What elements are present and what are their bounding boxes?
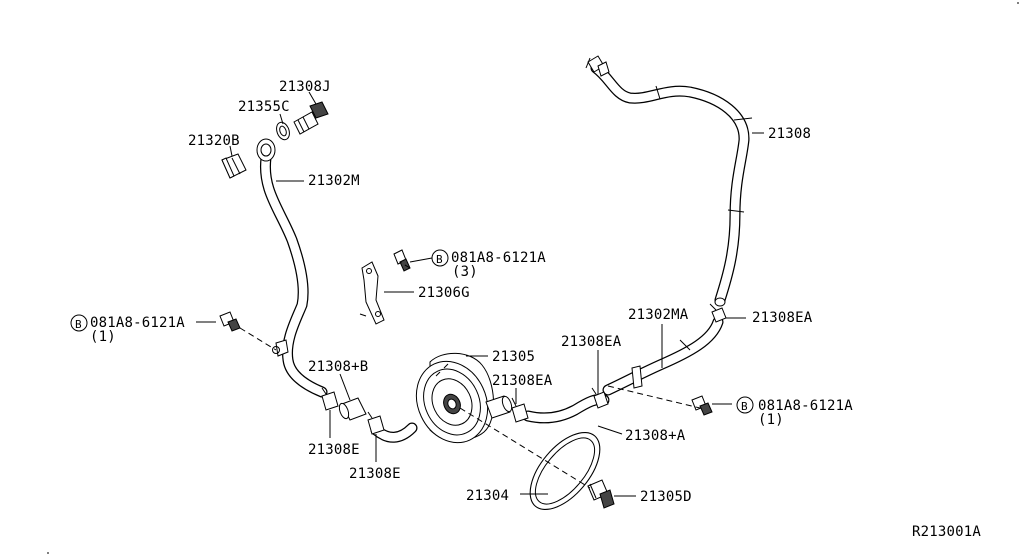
clamp-21308e-left[interactable] — [321, 387, 339, 411]
label-21304: 21304 — [466, 488, 509, 504]
svg-text:B: B — [75, 318, 82, 331]
label-21305d: 21305D — [640, 489, 692, 505]
plug-21320b[interactable] — [221, 153, 247, 179]
svg-text:B: B — [741, 400, 748, 413]
label-21308-plus-a: 21308+A — [625, 428, 686, 444]
label-21308e-bottom: 21308E — [349, 466, 401, 482]
label-21302m: 21302M — [308, 173, 360, 189]
label-21308-plus-b: 21308+B — [308, 359, 368, 375]
label-21355c: 21355C — [238, 99, 290, 115]
label-bolt-right-qty: (1) — [758, 412, 784, 428]
clamp-21308ea-right[interactable] — [709, 297, 727, 323]
label-bolt-left: 081A8-6121A — [90, 315, 185, 331]
label-bolt-left-qty: (1) — [90, 329, 116, 345]
label-bolt-top: 081A8-6121A — [451, 250, 546, 266]
label-21308ea-right: 21308EA — [752, 310, 813, 326]
bolt-marker-left: B — [70, 314, 88, 332]
label-21308: 21308 — [768, 126, 811, 142]
label-21320b: 21320B — [188, 133, 240, 149]
bolt-marker-top: B — [431, 249, 449, 267]
washer-21355c[interactable] — [274, 120, 291, 141]
hose-21308[interactable] — [585, 55, 753, 306]
label-21308j: 21308J — [279, 79, 331, 95]
label-21306g: 21306G — [418, 285, 470, 301]
cooler-outlet-pipe — [485, 395, 513, 419]
label-bolt-top-qty: (3) — [452, 264, 478, 280]
pipe-21302ma[interactable] — [602, 316, 724, 396]
cooler-inlet-hose — [370, 422, 418, 443]
dashed-alignment-lines — [239, 261, 701, 489]
hose-21308-plus-b[interactable] — [338, 397, 367, 421]
leader-lines — [196, 91, 764, 497]
connector-21308j[interactable] — [293, 101, 329, 135]
hose-21308-plus-a[interactable] — [522, 394, 610, 424]
bolt-081a8-left[interactable] — [219, 311, 241, 332]
diagram-code: R213001A — [912, 524, 981, 540]
label-21308e-left: 21308E — [308, 442, 360, 458]
hose-21302m[interactable] — [256, 138, 328, 398]
svg-text:B: B — [436, 253, 443, 266]
clamp-21308e-bottom[interactable] — [367, 411, 385, 435]
label-21308ea-mid2: 21308EA — [492, 373, 553, 389]
bracket-21306g[interactable] — [359, 261, 385, 325]
o-ring-21304[interactable] — [517, 420, 613, 521]
bolt-081a8-top[interactable] — [393, 249, 411, 272]
label-bolt-right: 081A8-6121A — [758, 398, 853, 414]
label-21305: 21305 — [492, 349, 535, 365]
bolt-marker-right: B — [736, 396, 754, 414]
bolt-21305d[interactable] — [587, 479, 615, 509]
clamp-21308ea-left[interactable] — [511, 397, 529, 423]
label-21308ea-mid: 21308EA — [561, 334, 622, 350]
bolt-081a8-right[interactable] — [691, 395, 713, 416]
label-21302ma: 21302MA — [628, 307, 689, 323]
clamp-21308ea-mid[interactable] — [591, 387, 609, 409]
